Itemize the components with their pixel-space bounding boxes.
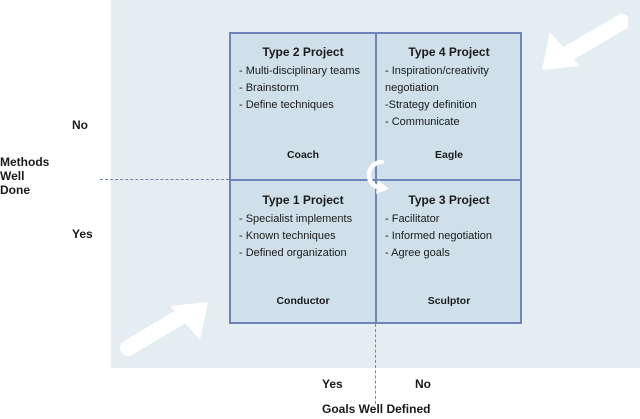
quadrant-item: - Defined organization — [239, 247, 347, 259]
quadrant-item: - Define techniques — [239, 99, 334, 111]
quadrant-type-1: Type 1 Project - Specialist implements -… — [231, 193, 375, 262]
y-axis-title-line: Methods — [0, 155, 50, 169]
x-axis-title: Goals Well Defined — [322, 402, 431, 416]
y-axis-yes-label: Yes — [72, 227, 93, 241]
quadrant-item: negotiation — [385, 82, 439, 94]
quadrant-items: - Multi-disciplinary teams - Brainstorm … — [231, 63, 375, 114]
quadrant-type-2: Type 2 Project - Multi-disciplinary team… — [231, 45, 375, 114]
y-axis-no-label: No — [72, 118, 88, 132]
quadrant-item: - Communicate — [385, 116, 460, 128]
quadrant-item: - Agree goals — [385, 247, 450, 259]
role-conductor: Conductor — [276, 295, 330, 307]
quadrant-item: - Known techniques — [239, 230, 336, 242]
quadrant-item: - Inspiration/creativity — [385, 65, 489, 77]
y-axis-dashed-line — [100, 179, 229, 180]
grid-horizontal-divider — [229, 179, 522, 181]
quadrant-item: - Informed negotiation — [385, 230, 493, 242]
quadrant-title: Type 2 Project — [262, 45, 344, 59]
quadrant-items: - Facilitator - Informed negotiation - A… — [377, 211, 521, 262]
x-axis-dashed-line — [375, 324, 376, 404]
x-axis-yes-label: Yes — [322, 377, 343, 391]
arrow-up-right-icon — [120, 302, 208, 356]
arrow-down-left-icon — [542, 14, 628, 70]
quadrant-items: - Inspiration/creativity negotiation -St… — [377, 63, 521, 131]
quadrant-item: - Specialist implements — [239, 213, 353, 225]
cycle-icon — [366, 159, 389, 194]
role-coach: Coach — [286, 149, 320, 161]
quadrant-title: Type 1 Project — [262, 193, 344, 207]
quadrant-type-4: Type 4 Project - Inspiration/creativity … — [377, 45, 521, 131]
quadrant-item: -Strategy definition — [385, 99, 477, 111]
role-eagle: Eagle — [434, 149, 463, 161]
quadrant-type-3: Type 3 Project - Facilitator - Informed … — [377, 193, 521, 262]
y-axis-title-line: Well — [0, 169, 25, 183]
quadrant-title: Type 3 Project — [408, 193, 490, 207]
quadrant-items: - Specialist implements - Known techniqu… — [231, 211, 375, 262]
role-sculptor: Sculptor — [427, 295, 471, 307]
quadrant-item: - Facilitator — [385, 213, 440, 225]
quadrant-title: Type 4 Project — [408, 45, 490, 59]
quadrant-item: - Brainstorm — [239, 82, 299, 94]
grid-vertical-divider — [375, 32, 377, 324]
x-axis-no-label: No — [415, 377, 431, 391]
y-axis-title: Methods Well Done — [0, 155, 49, 197]
quadrant-item: - Multi-disciplinary teams — [239, 65, 361, 77]
y-axis-title-line: Done — [0, 183, 30, 197]
